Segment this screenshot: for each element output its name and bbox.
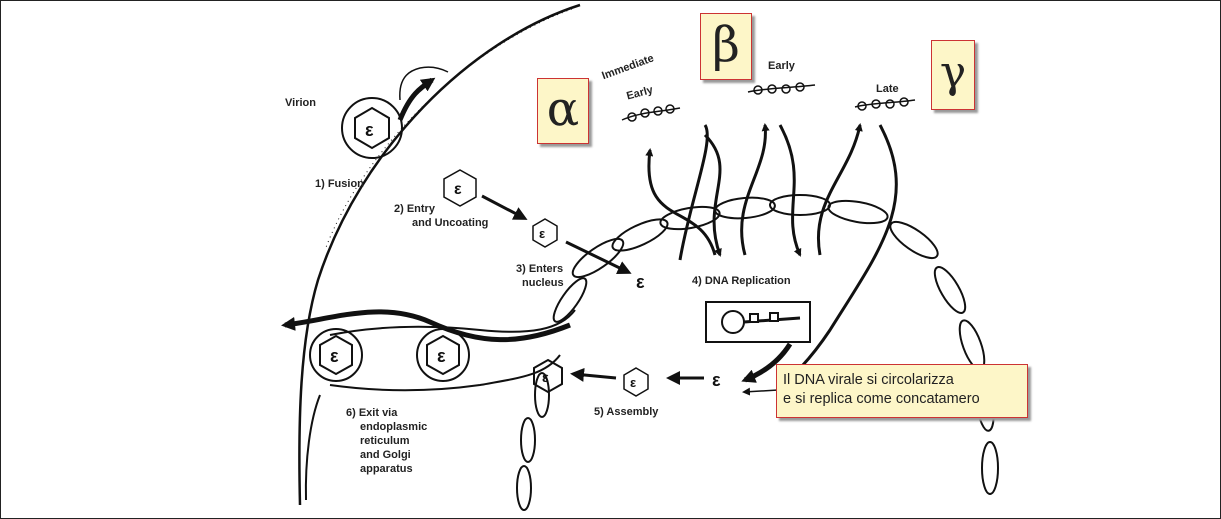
label-exit-4: and Golgi: [360, 448, 411, 462]
label-enters-1: 3) Enters: [516, 262, 563, 276]
virion: ε: [342, 98, 402, 158]
label-exit-3: reticulum: [360, 434, 410, 448]
label-entry-2: and Uncoating: [412, 216, 488, 230]
svg-text:ε: ε: [539, 226, 545, 241]
protein-beads: [622, 83, 915, 121]
nuclear-envelope: [517, 195, 998, 510]
label-enters-2: nucleus: [522, 276, 564, 290]
gamma-box: γ: [931, 40, 975, 110]
note-line-2: e si replica come concatamero: [783, 390, 1027, 409]
label-entry-1: 2) Entry: [394, 202, 435, 216]
alpha-box: α: [537, 78, 589, 144]
label-exit-1: 6) Exit via: [346, 406, 397, 420]
dna-replication-box: [706, 302, 810, 342]
svg-text:ε: ε: [636, 272, 645, 292]
beta-box: β: [700, 13, 752, 80]
transcription-arrows: [649, 125, 896, 385]
label-assembly: 5) Assembly: [594, 405, 658, 419]
assembly-capsid: ε: [624, 368, 648, 396]
svg-text:ε: ε: [630, 375, 636, 390]
label-exit-2: endoplasmic: [360, 420, 427, 434]
svg-text:ε: ε: [437, 346, 446, 366]
label-late: Late: [876, 82, 899, 96]
label-exit-5: apparatus: [360, 462, 413, 476]
entry-capsid: ε ε: [444, 170, 557, 247]
label-early: Early: [768, 59, 795, 73]
label-dna-replication: 4) DNA Replication: [692, 274, 791, 288]
svg-text:ε: ε: [454, 181, 462, 198]
label-fusion: 1) Fusion: [315, 177, 364, 191]
note-box: Il DNA virale si circolarizza e si repli…: [776, 364, 1028, 418]
note-line-1: Il DNA virale si circolarizza: [783, 371, 1027, 390]
svg-text:ε: ε: [330, 346, 339, 366]
svg-text:ε: ε: [712, 370, 721, 390]
exit-pathway: [285, 312, 570, 340]
svg-text:ε: ε: [365, 120, 374, 140]
label-virion: Virion: [285, 96, 316, 110]
svg-text:ε: ε: [542, 369, 549, 385]
